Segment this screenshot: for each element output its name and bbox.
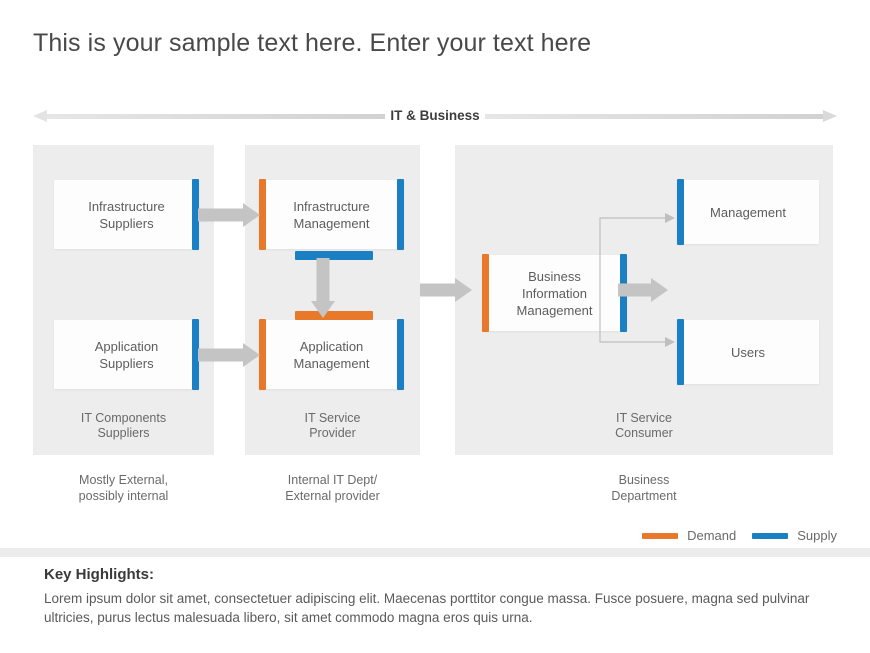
legend: Demand Supply	[642, 528, 837, 543]
legend-swatch-supply-icon	[752, 532, 789, 539]
flow-arrow-bim-to-consumers	[618, 278, 668, 302]
scope-arrow-left-icon	[33, 110, 47, 122]
legend-label-demand: Demand	[687, 528, 737, 543]
supply-bar-icon	[192, 319, 199, 390]
footnote-it-service-provider: Internal IT Dept/External provider	[285, 473, 380, 503]
flow-arrow-infrastructure-to-application	[309, 258, 337, 318]
node-management-label: Management	[710, 204, 786, 220]
it-business-scope-bar: IT & Business	[33, 106, 837, 126]
supply-bar-icon	[677, 179, 684, 245]
supply-bar-icon	[192, 179, 199, 250]
flow-arrow-application	[198, 343, 260, 367]
key-highlights-body: Lorem ipsum dolor sit amet, consectetuer…	[44, 591, 810, 625]
legend-item-demand: Demand	[642, 528, 736, 543]
flow-arrow-infrastructure	[198, 203, 260, 227]
key-highlights-title: Key Highlights:	[44, 566, 155, 583]
scope-label: IT & Business	[390, 108, 480, 123]
footer-divider	[0, 548, 870, 557]
footnote-it-components-suppliers: Mostly External,possibly internal	[78, 473, 169, 503]
supply-bar-icon	[397, 319, 404, 390]
node-users-label: Users	[731, 344, 765, 360]
node-users[interactable]: Users	[677, 319, 819, 385]
demand-bar-icon	[482, 254, 489, 332]
scope-arrow-right-icon	[823, 110, 837, 122]
demand-bar-icon	[259, 319, 266, 390]
flow-arrow-provider-to-consumer	[420, 278, 472, 302]
scope-line-left	[47, 114, 385, 119]
branch-connector-icon	[599, 213, 675, 347]
supply-bar-icon	[397, 179, 404, 250]
supply-connector-bar-icon	[295, 251, 373, 260]
node-management[interactable]: Management	[677, 179, 819, 245]
legend-swatch-demand-icon	[642, 532, 679, 539]
demand-bar-icon	[259, 179, 266, 250]
page-title: This is your sample text here. Enter you…	[33, 29, 592, 57]
legend-label-supply: Supply	[797, 528, 837, 543]
scope-line-right	[485, 114, 823, 119]
legend-item-supply: Supply	[752, 528, 837, 543]
key-highlights-section: Key Highlights: Lorem ipsum dolor sit am…	[44, 566, 834, 627]
supply-bar-icon	[677, 319, 684, 385]
